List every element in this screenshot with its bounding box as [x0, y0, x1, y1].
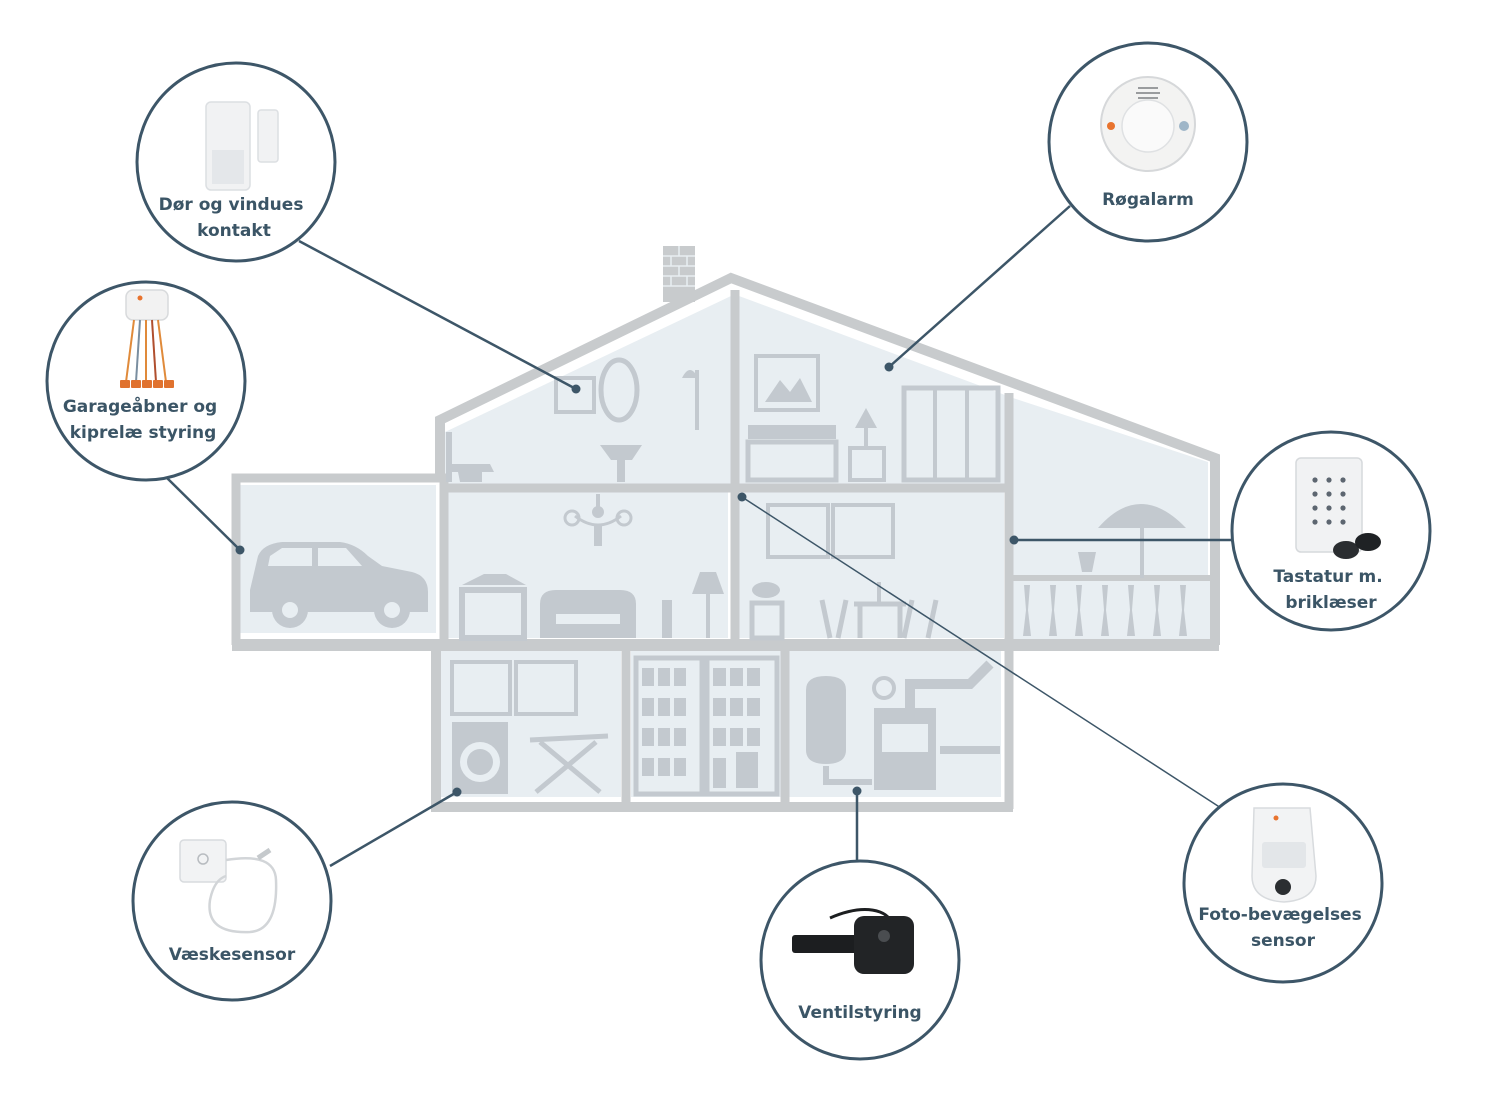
svg-text:Tastatur m. briklæser: Tastatur m. briklæser: [1273, 567, 1388, 613]
svg-text:Dør og vindues kontakt: Dør og vindues kontakt: [159, 195, 310, 241]
svg-text:Foto-bevægelses sensor: Foto-bevægelses sensor: [1198, 905, 1367, 951]
door-connector: [298, 239, 577, 391]
keypad-icon: [1295, 457, 1381, 559]
callout-door-window-contact[interactable]: Dør og vindues kontakt: [135, 61, 337, 263]
callout-label-line: sensor: [1251, 931, 1316, 951]
pir-connector: [741, 496, 1222, 809]
callout-label-line: Ventilstyring: [798, 1003, 921, 1023]
callout-label-line: Røgalarm: [1102, 190, 1194, 210]
connector-lines: [164, 205, 1232, 868]
callout-smoke-alarm[interactable]: Røgalarm: [1047, 41, 1249, 243]
water-sensor-icon: [179, 839, 278, 934]
callout-photo-motion-sensor[interactable]: Foto-bevægelses sensor: [1182, 782, 1384, 984]
callout-garage-relay[interactable]: Garageåbner og kiprelæ styring: [45, 280, 247, 482]
svg-text:Garageåbner og kiprelæ s: Garageåbner og kiprelæ styring: [63, 395, 223, 443]
house-walls: [231, 272, 1220, 812]
garage-anchor-dot: [235, 545, 245, 555]
callout-valve-controller[interactable]: Ventilstyring: [759, 859, 961, 1061]
relay-module-icon: [120, 289, 174, 388]
callout-water-sensor[interactable]: Væskesensor: [131, 800, 333, 1002]
furniture-silhouettes: [250, 354, 1187, 797]
room-fills: [240, 296, 1210, 797]
callout-label-line: Dør og vindues: [159, 195, 304, 215]
valve-anchor-dot: [852, 786, 862, 796]
house-illustration: [231, 246, 1220, 812]
svg-text:Ventilstyring: Ventilstyring: [798, 1003, 921, 1023]
callout-label-line: Væskesensor: [169, 945, 296, 965]
chimney: [663, 246, 695, 302]
photo-motion-sensor-icon: [1251, 807, 1317, 903]
callout-label-line: briklæser: [1285, 593, 1377, 613]
callout-label-line: kiprelæ styring: [70, 423, 217, 443]
keypad-anchor-dot: [1009, 535, 1019, 545]
smoke-alarm-icon: [1100, 76, 1196, 172]
door-anchor-dot: [571, 384, 581, 394]
smoke-anchor-dot: [884, 362, 894, 372]
callout-label-line: Tastatur m.: [1273, 567, 1382, 587]
callout-label-line: Foto-bevægelses: [1198, 905, 1361, 925]
garage-connector: [164, 475, 241, 551]
callout-keypad[interactable]: Tastatur m. briklæser: [1230, 430, 1432, 632]
door-window-sensor-icon: [205, 101, 279, 191]
callout-label-line: kontakt: [197, 221, 271, 241]
smoke-connector: [888, 205, 1071, 368]
svg-text:Væskesensor: Væskesensor: [169, 945, 296, 965]
valve-controller-icon: [792, 908, 914, 974]
pir-anchor-dot: [737, 492, 747, 502]
water-connector: [329, 790, 458, 868]
water-anchor-dot: [452, 787, 462, 797]
callout-label-line: Garageåbner og: [63, 395, 217, 417]
svg-text:Røgalarm: Røgalarm: [1102, 190, 1194, 210]
